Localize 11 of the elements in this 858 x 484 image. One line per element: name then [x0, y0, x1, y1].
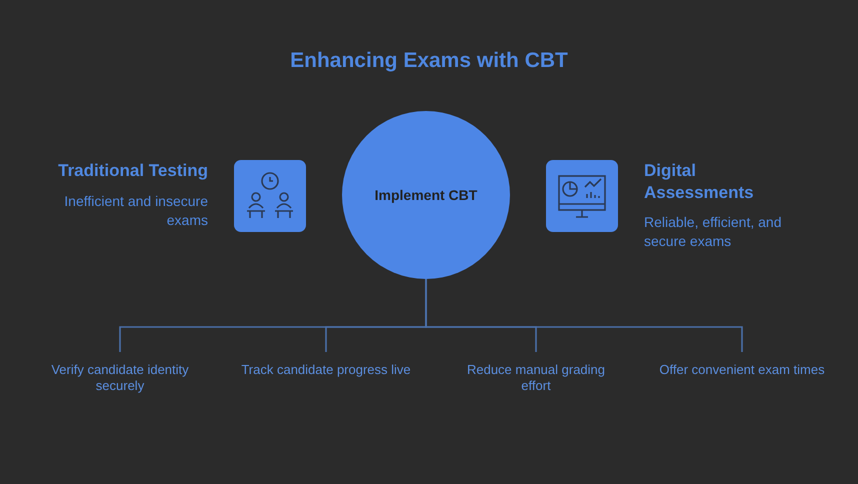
outcome-text: Offer convenient exam times — [657, 362, 827, 378]
section-heading: Digital Assessments — [644, 160, 755, 204]
outcome-text: Reduce manual grading effort — [451, 362, 621, 394]
section-description: Inefficient and insecure exams — [63, 192, 208, 230]
title: Enhancing Exams with CBT — [289, 49, 569, 73]
connector-line — [425, 279, 743, 352]
node-label: Implement CBT — [374, 187, 478, 203]
outcome-text: Track candidate progress live — [241, 362, 411, 378]
section-description: Reliable, efficient, and secure exams — [644, 213, 782, 251]
section-heading: Traditional Testing — [57, 160, 208, 182]
outcome-text: Verify candidate identity securely — [35, 362, 205, 394]
